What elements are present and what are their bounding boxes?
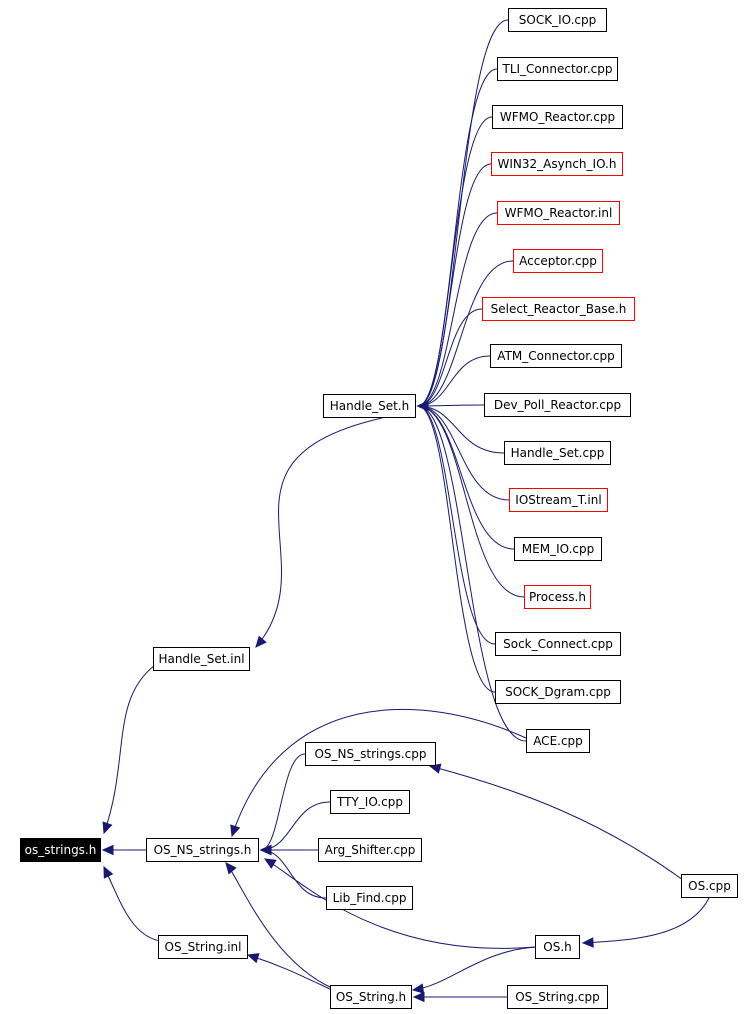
edge-os-h-to-os-string-h [411, 946, 538, 994]
arrowhead [230, 824, 241, 838]
node-tty-io-cpp[interactable]: TTY_IO.cpp [330, 790, 410, 814]
node-os-string-inl[interactable]: OS_String.inl [158, 935, 248, 959]
edge-os-cpp-to-os-ns-strings-cpp [428, 763, 684, 881]
node-handle-set-h[interactable]: Handle_Set.h [323, 394, 416, 418]
arrowhead [259, 844, 272, 856]
arrowhead [581, 937, 594, 948]
edge-sock-connect-cpp-to-handle-set-h [416, 400, 496, 645]
edge-handle-set-inl-to-os-strings-h [102, 664, 156, 835]
edge-os-cpp-to-os-h [581, 897, 710, 948]
edge-ace-cpp-to-os-ns-strings-h [230, 708, 527, 838]
node-os-ns-strings-cpp[interactable]: OS_NS_strings.cpp [305, 742, 436, 766]
node-mem-io-cpp[interactable]: MEM_IO.cpp [514, 537, 602, 561]
node-os-h[interactable]: OS.h [535, 935, 580, 959]
arrowhead [416, 400, 429, 412]
node-lib-find-cpp[interactable]: Lib_Find.cpp [326, 886, 413, 910]
arrowhead [263, 858, 277, 869]
arrowhead [255, 635, 267, 648]
edge-os-h-to-os-ns-strings-h [263, 858, 536, 949]
edge-lib-find-cpp-to-os-ns-strings-h [259, 844, 327, 899]
arrowhead [225, 862, 237, 875]
node-arg-shifter-cpp[interactable]: Arg_Shifter.cpp [318, 838, 422, 862]
node-sock-io-cpp[interactable]: SOCK_IO.cpp [508, 8, 607, 32]
edge-os-string-h-to-os-ns-strings-h [225, 862, 333, 989]
edge-os-string-cpp-to-os-string-h [412, 991, 508, 1003]
arrowhead [103, 865, 114, 879]
edge-ace-cpp-to-handle-set-h [416, 400, 527, 742]
node-tli-connector-cpp[interactable]: TLI_Connector.cpp [497, 57, 618, 81]
arrowhead [412, 991, 425, 1003]
node-dev-poll-reactor-cpp[interactable]: Dev_Poll_Reactor.cpp [484, 393, 631, 417]
node-handle-set-cpp[interactable]: Handle_Set.cpp [504, 441, 611, 465]
edge-handle-set-h-to-handle-set-inl [255, 417, 383, 648]
node-os-string-cpp[interactable]: OS_String.cpp [507, 985, 608, 1009]
arrowhead [411, 983, 425, 994]
node-ace-cpp[interactable]: ACE.cpp [526, 729, 590, 753]
node-os-strings-h: os_strings.h [20, 838, 101, 862]
arrowhead [101, 844, 114, 856]
arrowhead [246, 953, 260, 964]
node-os-string-h[interactable]: OS_String.h [330, 985, 412, 1009]
node-atm-connector-cpp[interactable]: ATM_Connector.cpp [490, 344, 622, 368]
edge-os-ns-strings-h-to-os-strings-h [101, 844, 147, 856]
node-iostream-t-inl[interactable]: IOStream_T.inl [509, 488, 608, 512]
edge-os-string-h-to-os-string-inl [246, 953, 333, 991]
edge-os-string-inl-to-os-strings-h [103, 865, 161, 942]
node-wfmo-reactor-inl[interactable]: WFMO_Reactor.inl [497, 201, 620, 225]
node-acceptor-cpp[interactable]: Acceptor.cpp [513, 249, 603, 273]
node-process-h[interactable]: Process.h [524, 585, 591, 609]
node-select-reactor-base-h[interactable]: Select_Reactor_Base.h [482, 297, 635, 321]
node-handle-set-inl[interactable]: Handle_Set.inl [153, 647, 250, 671]
node-os-ns-strings-h[interactable]: OS_NS_strings.h [146, 838, 259, 862]
node-sock-dgram-cpp[interactable]: SOCK_Dgram.cpp [495, 680, 621, 704]
node-wfmo-reactor-cpp[interactable]: WFMO_Reactor.cpp [492, 105, 623, 129]
node-sock-connect-cpp[interactable]: Sock_Connect.cpp [495, 632, 621, 656]
arrowhead [102, 821, 113, 835]
node-win32-asynch-io-h[interactable]: WIN32_Asynch_IO.h [491, 152, 623, 176]
node-os-cpp[interactable]: OS.cpp [681, 874, 738, 898]
